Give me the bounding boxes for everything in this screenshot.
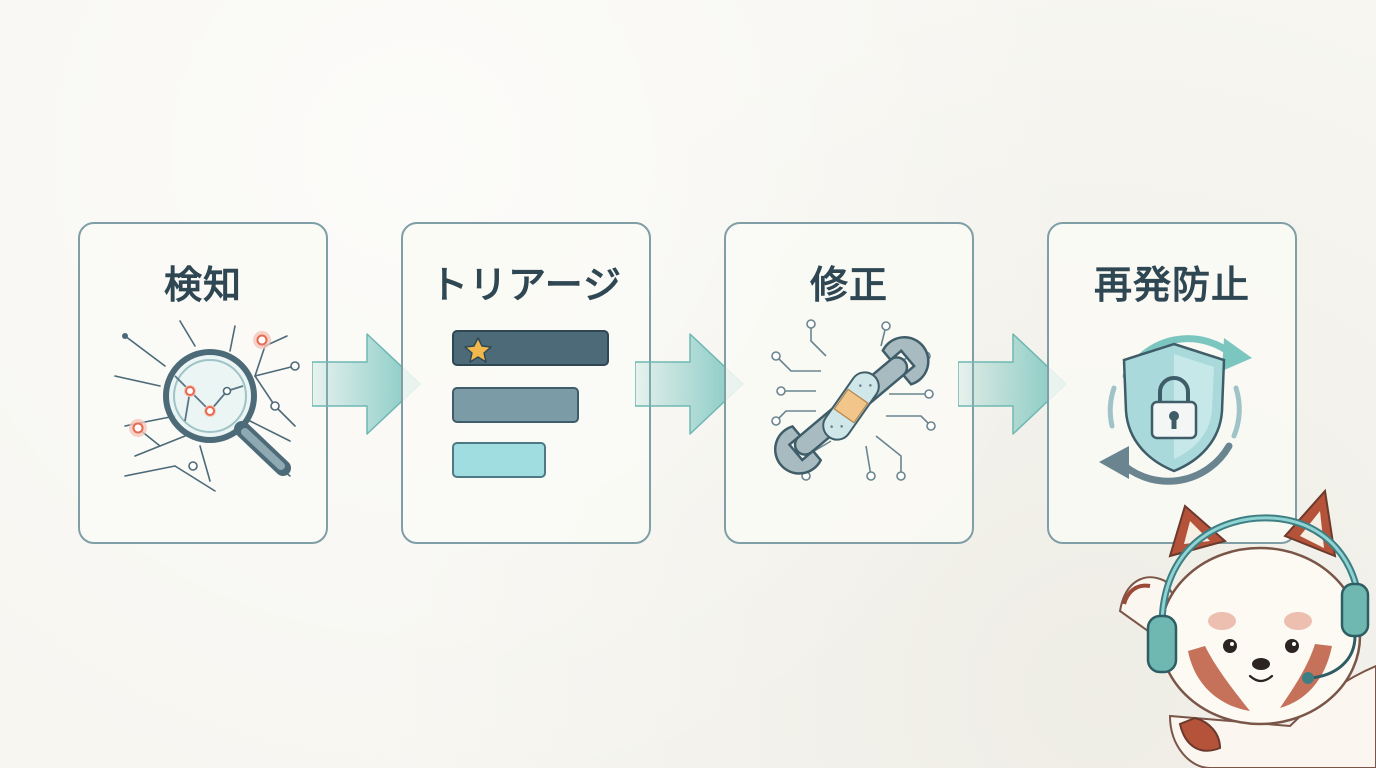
arrow-right-icon [958,333,1067,435]
shield-lock-cycle-icon [1099,335,1252,485]
magnifier-network-icon [114,320,300,492]
wrench-bandage-icon [771,319,936,481]
red-panda-headset-mascot [1118,488,1376,768]
step-title-prevention: 再発防止 [1093,263,1250,307]
priority-bars-icon [452,330,609,478]
step-title-detection: 検知 [163,263,242,307]
step-title-triage: トリアージ [430,263,622,307]
arrow-right-icon [635,333,744,435]
step-detection: 検知 [78,222,328,544]
step-triage: トリアージ [401,222,651,544]
step-prevention: 再発防止 [1047,222,1297,544]
star-icon [464,337,492,363]
step-fix: 修正 [724,222,974,544]
arrow-right-icon [312,333,421,435]
step-title-fix: 修正 [809,263,888,307]
